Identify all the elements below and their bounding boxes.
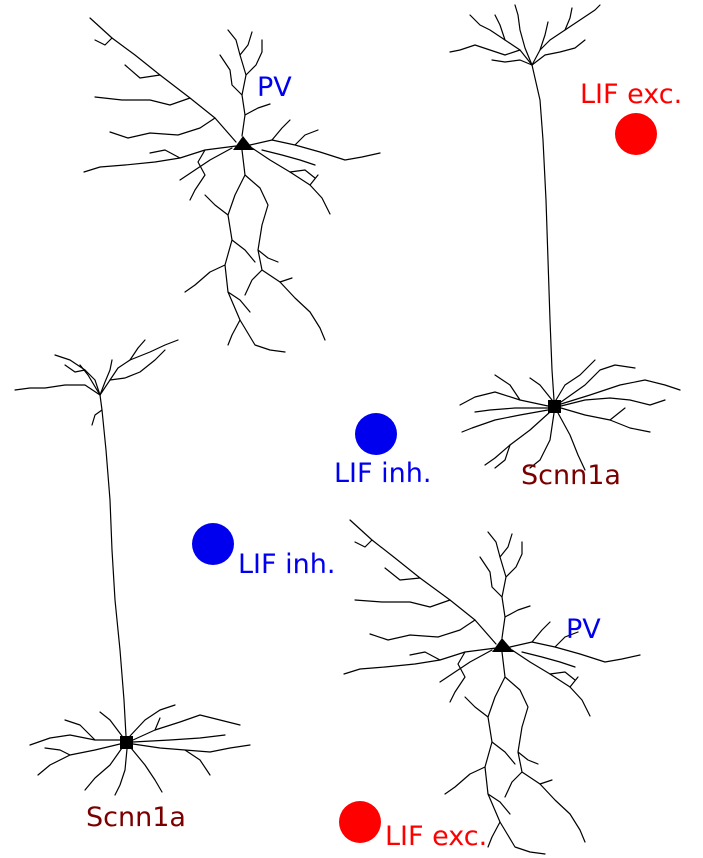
lif-exc-label-top: LIF exc. xyxy=(580,79,682,110)
lif-inh-label-center: LIF inh. xyxy=(334,458,431,489)
lif-exc-label-bottom: LIF exc. xyxy=(385,821,487,852)
lif-inh-label-left: LIF inh. xyxy=(238,549,335,580)
pv-label-top: PV xyxy=(257,72,292,103)
pv-neuron-bottom xyxy=(343,519,641,855)
lif-exc-bottom-dot xyxy=(339,801,381,843)
scnn1a-label-right: Scnn1a xyxy=(521,460,621,491)
lif-inh-center-dot xyxy=(355,413,397,455)
scnn1a-neuron-left xyxy=(14,339,251,796)
lif-exc-top-dot xyxy=(615,113,657,155)
pv-label-bottom: PV xyxy=(566,614,601,645)
lif-inh-left-dot xyxy=(192,523,234,565)
pv-neuron-top xyxy=(83,17,381,353)
scnn1a-neuron-right xyxy=(449,4,681,471)
scnn1a-label-left: Scnn1a xyxy=(86,802,186,833)
